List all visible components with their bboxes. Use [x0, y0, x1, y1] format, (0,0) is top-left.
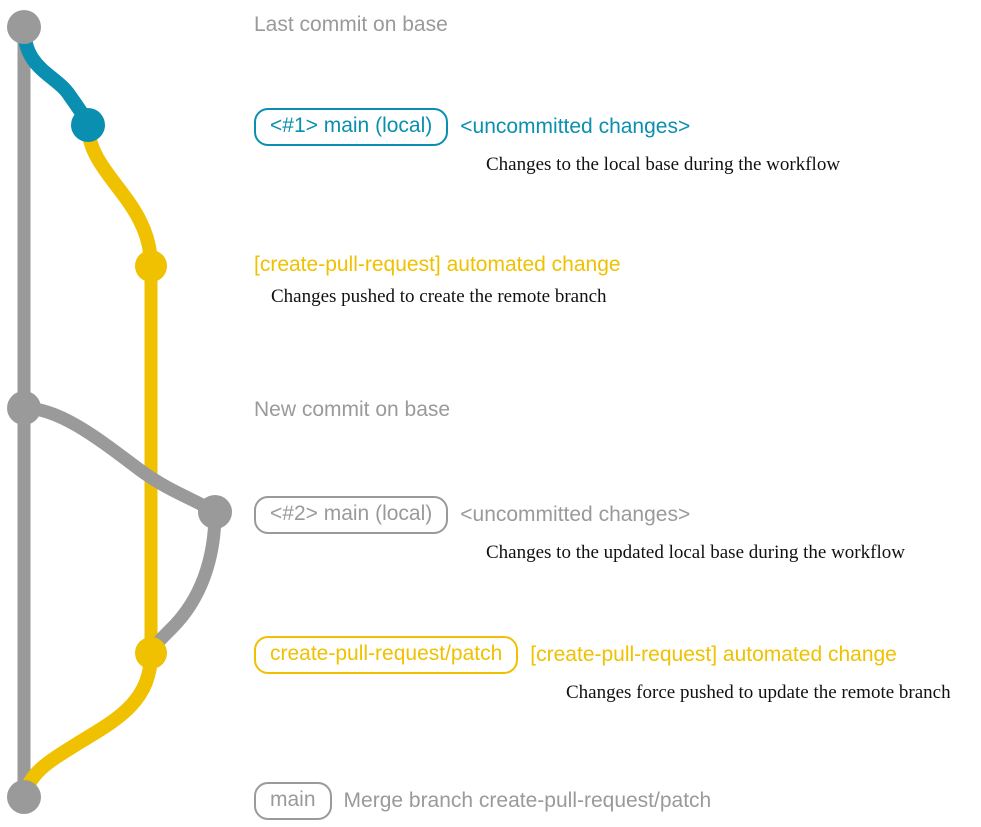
row3-headline: [create-pull-request] automated change	[254, 253, 621, 276]
row-merge-commit: main Merge branch create-pull-request/pa…	[254, 782, 711, 820]
row2-description: Changes to the local base during the wor…	[486, 154, 841, 175]
row6-subject: [create-pull-request] automated change	[530, 643, 897, 666]
row5-subject: <uncommitted changes>	[460, 503, 691, 526]
row-last-commit-on-base: Last commit on base	[254, 12, 448, 38]
edge-local2-to-patch2	[144, 505, 222, 660]
row6-label-line: create-pull-request/patch [create-pull-r…	[254, 636, 951, 674]
branch-badge-main[interactable]: main	[254, 782, 332, 820]
row5-description: Changes to the updated local base during…	[486, 542, 905, 563]
row5-stack: <#2> main (local) <uncommitted changes> …	[254, 496, 905, 564]
row2-subject: <uncommitted changes>	[460, 115, 691, 138]
edge-newbase-to-local2	[17, 401, 222, 519]
commit-node-local-1	[71, 108, 105, 142]
row-local-commit-2: <#2> main (local) <uncommitted changes> …	[254, 496, 905, 564]
commit-node-local-2	[198, 495, 232, 529]
row5-label-line: <#2> main (local) <uncommitted changes>	[254, 496, 905, 534]
row6-stack: create-pull-request/patch [create-pull-r…	[254, 636, 951, 704]
edge-base-to-local1	[17, 20, 95, 132]
edge-patch2-to-merge	[17, 646, 158, 804]
row-patch-commit-2: create-pull-request/patch [create-pull-r…	[254, 636, 951, 704]
row-local-commit-1: <#1> main (local) <uncommitted changes> …	[254, 108, 840, 176]
row6-description: Changes force pushed to update the remot…	[566, 682, 951, 703]
commit-node-patch-1	[135, 250, 167, 282]
commit-node-new-base	[7, 391, 41, 425]
row7-label-line: main Merge branch create-pull-request/pa…	[254, 782, 711, 820]
row-new-commit-on-base: New commit on base	[254, 397, 450, 423]
row3-stack: [create-pull-request] automated change C…	[254, 252, 621, 308]
row7-subject: Merge branch create-pull-request/patch	[343, 789, 712, 812]
branch-badge-main-local-1[interactable]: <#1> main (local)	[254, 108, 449, 146]
row2-label-line: <#1> main (local) <uncommitted changes>	[254, 108, 840, 146]
edge-local1-to-patch1	[81, 118, 158, 273]
commit-node-merge	[7, 780, 41, 814]
row2-stack: <#1> main (local) <uncommitted changes> …	[254, 108, 840, 176]
row4-headline: New commit on base	[254, 398, 451, 421]
row-patch-commit-1: [create-pull-request] automated change C…	[254, 252, 621, 308]
row3-description: Changes pushed to create the remote bran…	[271, 286, 607, 307]
branch-badge-main-local-2[interactable]: <#2> main (local)	[254, 496, 449, 534]
commit-node-last-base	[7, 10, 41, 44]
row1-headline: Last commit on base	[254, 13, 448, 36]
branch-badge-create-pull-request-patch[interactable]: create-pull-request/patch	[254, 636, 519, 674]
commit-node-patch-2	[135, 637, 167, 669]
